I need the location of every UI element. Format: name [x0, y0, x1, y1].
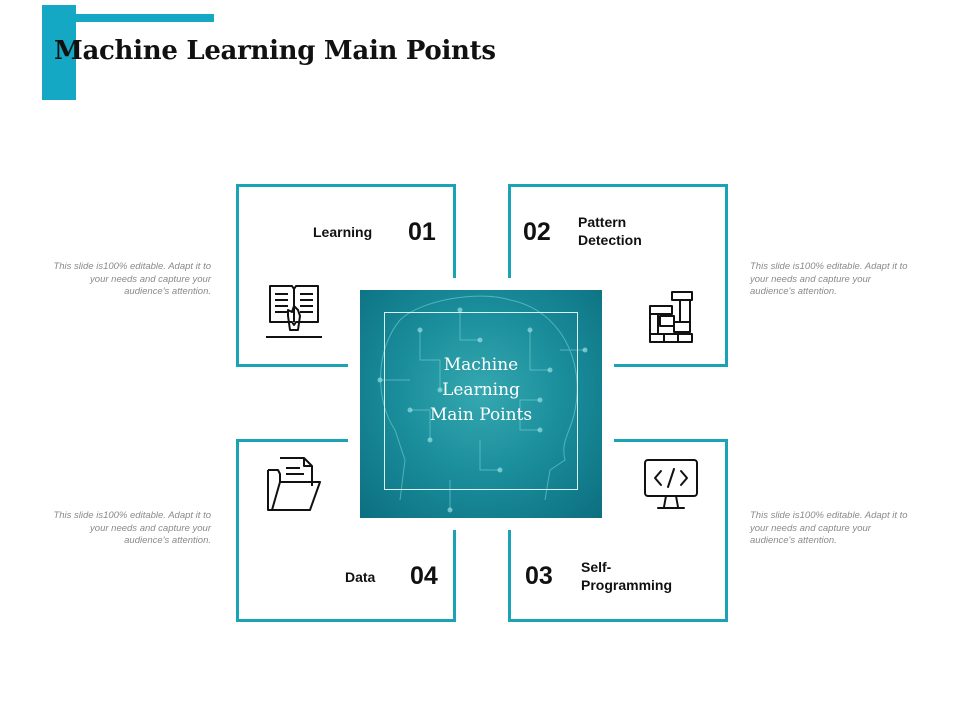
point-description-data: This slide is100% editable. Adapt it to … — [53, 510, 211, 546]
point-label-pattern-detection: Pattern Detection — [578, 214, 642, 248]
accent-bar-horizontal — [76, 14, 214, 22]
accent-bar-vertical — [42, 5, 76, 100]
point-number-03: 03 — [525, 562, 553, 590]
point-description-self-programming: This slide is100% editable. Adapt it to … — [750, 510, 908, 546]
center-panel — [348, 278, 614, 530]
center-frame — [384, 312, 578, 490]
point-label-learning: Learning — [313, 224, 373, 240]
point-number-01: 01 — [408, 218, 436, 246]
book-icon — [266, 285, 322, 338]
blocks-icon — [649, 291, 693, 343]
center-title: Machine Learning Main Points — [429, 355, 533, 425]
slide-title: Machine Learning Main Points — [54, 36, 496, 66]
point-description-pattern-detection: This slide is100% editable. Adapt it to … — [750, 261, 908, 297]
center-image — [360, 290, 602, 518]
point-label-self-programming: Self- Programming — [581, 559, 673, 593]
point-label-data: Data — [345, 569, 376, 585]
circuit-head-graphic — [377, 295, 588, 513]
folder-icon — [267, 457, 321, 511]
point-description-learning: This slide is100% editable. Adapt it to … — [53, 261, 211, 297]
point-number-02: 02 — [523, 218, 551, 246]
point-number-04: 04 — [410, 562, 438, 590]
code-monitor-icon — [644, 459, 698, 509]
